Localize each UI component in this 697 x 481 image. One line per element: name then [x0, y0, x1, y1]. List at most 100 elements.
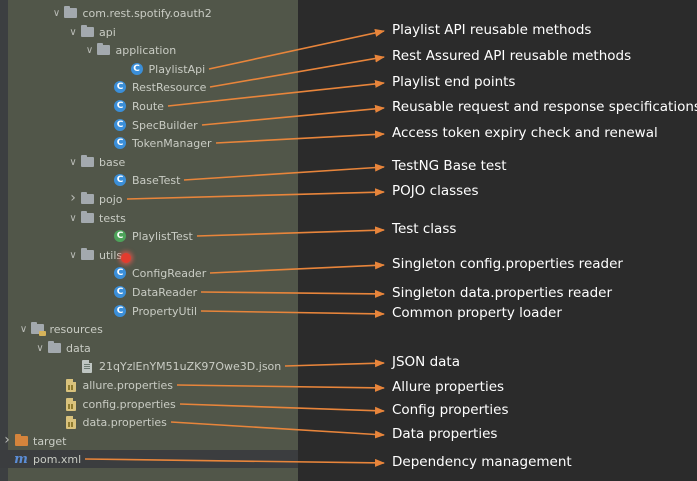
properties-file-icon — [63, 397, 79, 411]
tree-item-label: application — [115, 43, 177, 57]
annotation-label: Singleton data.properties reader — [392, 285, 613, 301]
folder-icon — [63, 6, 79, 20]
tree-row-package-utils[interactable]: utils — [0, 246, 298, 264]
mouse-cursor-indicator — [121, 253, 131, 263]
java-class-icon: C — [112, 173, 128, 187]
tree-item-label: TokenManager — [132, 136, 212, 150]
tree-row-class-configreader[interactable]: C ConfigReader — [0, 264, 298, 282]
annotation-arrow — [209, 261, 385, 274]
folder-icon — [79, 211, 95, 225]
tree-row-package-oauth2[interactable]: com.rest.spotify.oauth2 — [0, 4, 298, 22]
annotation-arrow — [126, 188, 385, 200]
tree-item-label: base — [99, 155, 126, 169]
annotation-arrow — [209, 54, 385, 88]
tree-item-label: RestResource — [132, 80, 207, 94]
tree-item-label: allure.properties — [82, 378, 174, 392]
panel-gutter — [0, 0, 8, 481]
tree-item-label: Route — [132, 99, 164, 113]
annotation-label: Singleton config.properties reader — [392, 256, 623, 272]
annotation-label: Access token expiry check and renewal — [392, 125, 658, 141]
java-class-icon: C — [112, 136, 128, 150]
tree-row-file-config-properties[interactable]: config.properties — [0, 395, 298, 413]
annotation-arrow — [200, 309, 385, 318]
java-class-icon: C — [112, 118, 128, 132]
tree-item-label: ConfigReader — [132, 266, 207, 280]
json-file-icon — [79, 359, 95, 373]
annotation-arrow — [179, 403, 385, 415]
annotation-arrow — [200, 289, 385, 298]
tree-item-label: pojo — [99, 192, 123, 206]
tree-row-package-pojo[interactable]: pojo — [0, 190, 298, 208]
annotation-arrow — [170, 421, 385, 439]
tree-row-folder-data[interactable]: data — [0, 339, 298, 357]
annotation-label: Test class — [392, 221, 457, 237]
folder-icon — [46, 341, 62, 355]
annotation-arrow — [284, 359, 385, 368]
annotation-label: TestNG Base test — [392, 158, 507, 174]
resources-folder-icon — [30, 322, 46, 336]
properties-file-icon — [63, 378, 79, 392]
annotation-label: Config properties — [392, 402, 509, 418]
annotation-label: JSON data — [392, 354, 460, 370]
annotation-arrow — [208, 29, 385, 70]
tree-item-label: resources — [49, 322, 103, 336]
tree-item-label: pom.xml — [33, 452, 82, 466]
java-class-icon: C — [129, 62, 145, 76]
annotation-label: Dependency management — [392, 454, 572, 470]
annotation-arrow — [215, 130, 385, 144]
excluded-folder-icon — [13, 434, 29, 448]
java-class-icon: C — [112, 266, 128, 280]
tree-row-class-basetest[interactable]: C BaseTest — [0, 171, 298, 189]
tree-row-folder-resources[interactable]: resources — [0, 320, 298, 338]
annotation-label: POJO classes — [392, 183, 479, 199]
tree-item-label: PropertyUtil — [132, 304, 198, 318]
annotation-label: Allure properties — [392, 379, 505, 395]
tree-row-class-specbuilder[interactable]: C SpecBuilder — [0, 116, 298, 134]
tree-item-label: PlaylistApi — [148, 62, 206, 76]
properties-file-icon — [63, 415, 79, 429]
annotation-arrow — [201, 104, 385, 126]
tree-item-label: config.properties — [82, 397, 176, 411]
java-class-icon: C — [112, 99, 128, 113]
java-class-icon: C — [112, 80, 128, 94]
tree-row-package-application[interactable]: application — [0, 41, 298, 59]
annotation-arrow — [196, 226, 385, 237]
tree-row-class-route[interactable]: C Route — [0, 97, 298, 115]
annotation-label: Common property loader — [392, 305, 562, 321]
java-class-icon: C — [112, 285, 128, 299]
maven-icon: m — [14, 451, 28, 467]
annotation-label: Data properties — [392, 426, 498, 442]
tree-row-file-allure-properties[interactable]: allure.properties — [0, 376, 298, 394]
tree-row-folder-target[interactable]: target — [0, 432, 298, 450]
tree-item-label: com.rest.spotify.oauth2 — [82, 6, 212, 20]
tree-item-label: 21qYzlEnYM51uZK97Owe3D.json — [99, 359, 282, 373]
tree-item-label: tests — [99, 211, 126, 225]
tree-row-class-datareader[interactable]: C DataReader — [0, 283, 298, 301]
tree-row-class-restresource[interactable]: C RestResource — [0, 78, 298, 96]
folder-icon — [79, 25, 95, 39]
tree-row-package-base[interactable]: base — [0, 153, 298, 171]
tree-item-label: BaseTest — [132, 173, 181, 187]
annotation-arrow — [84, 458, 385, 467]
tree-item-label: api — [99, 25, 116, 39]
tree-row-class-tokenmanager[interactable]: C TokenManager — [0, 134, 298, 152]
tree-item-label: SpecBuilder — [132, 118, 198, 132]
tree-item-label: target — [33, 434, 67, 448]
annotation-arrow — [167, 79, 385, 107]
annotation-label: Playlist API reusable methods — [392, 22, 592, 38]
folder-icon — [79, 248, 95, 262]
tree-item-label: DataReader — [132, 285, 198, 299]
tree-row-package-tests[interactable]: tests — [0, 209, 298, 227]
tree-row-file-json-data[interactable]: 21qYzlEnYM51uZK97Owe3D.json — [0, 357, 298, 375]
folder-icon — [79, 155, 95, 169]
tree-row-file-pom-xml[interactable]: m pom.xml — [0, 450, 298, 468]
folder-icon — [96, 43, 112, 57]
tree-row-package-api[interactable]: api — [0, 23, 298, 41]
annotation-arrow — [183, 163, 385, 181]
tree-row-file-data-properties[interactable]: data.properties — [0, 413, 298, 431]
tree-item-label: data — [66, 341, 91, 355]
